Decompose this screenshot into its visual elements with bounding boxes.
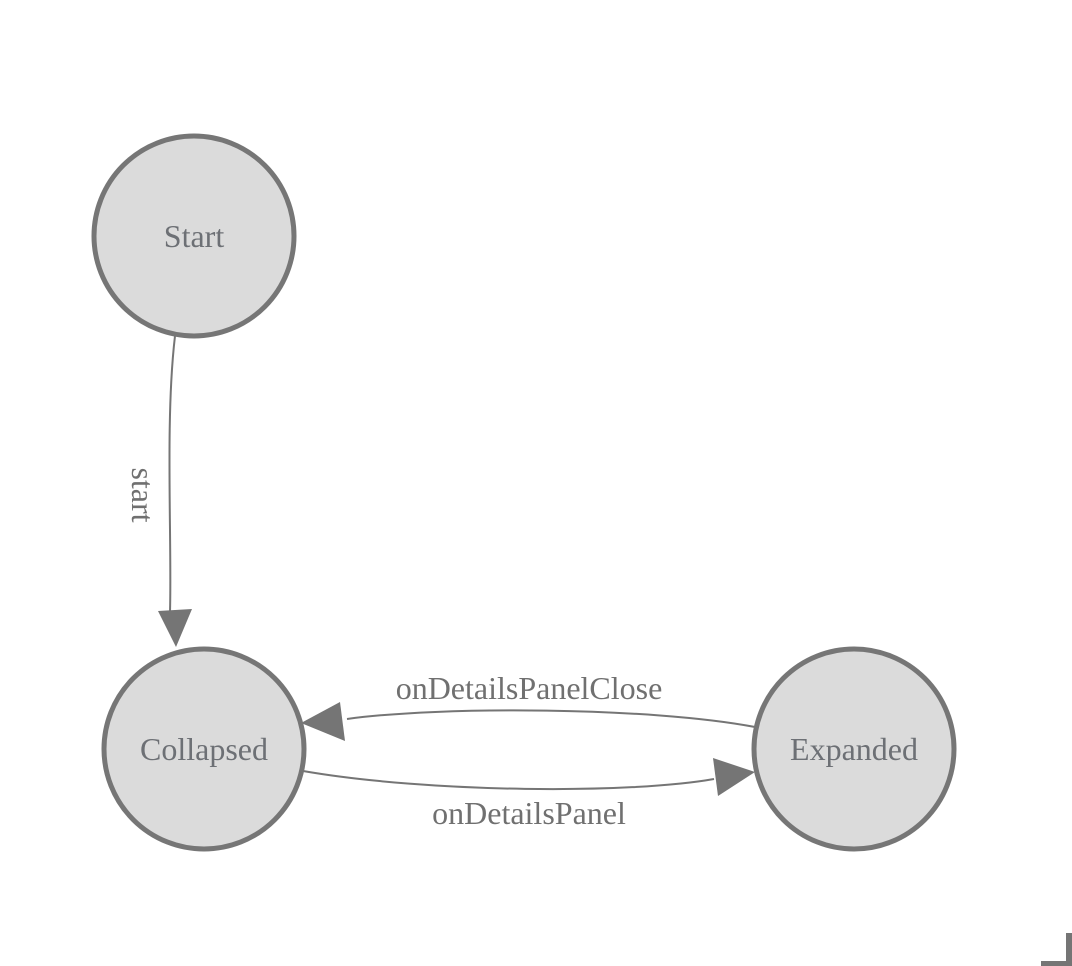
transition-line (168, 335, 176, 613)
transition-expanded-to-collapsed: onDetailsPanelClose (301, 670, 756, 741)
state-circle (91, 133, 297, 339)
state-circle (101, 646, 307, 852)
state-node-start[interactable]: Start (91, 133, 297, 339)
state-node-expanded[interactable]: Expanded (751, 646, 957, 852)
state-circle (751, 646, 957, 852)
arrowhead-down-icon (158, 609, 192, 647)
state-node-collapsed[interactable]: Collapsed (101, 646, 307, 852)
transition-label-ondetailspanel[interactable]: onDetailsPanel (432, 795, 626, 831)
state-label: Expanded (790, 731, 918, 767)
arrowhead-left-icon (301, 702, 345, 741)
state-label: Start (164, 218, 225, 254)
transition-line (302, 770, 715, 791)
resize-handle-vertical-bar (1066, 933, 1072, 966)
transition-label-start[interactable]: start (125, 467, 161, 522)
resize-handle-horizontal-bar (1041, 961, 1072, 966)
arrowhead-right-icon (713, 758, 755, 796)
state-label: Collapsed (140, 731, 268, 767)
transition-line (346, 709, 756, 728)
resize-handle[interactable] (1041, 933, 1072, 966)
transition-start-to-collapsed: start (125, 335, 192, 647)
transition-label-ondetailspanelclose[interactable]: onDetailsPanelClose (396, 670, 663, 706)
transition-collapsed-to-expanded: onDetailsPanel (302, 758, 755, 831)
